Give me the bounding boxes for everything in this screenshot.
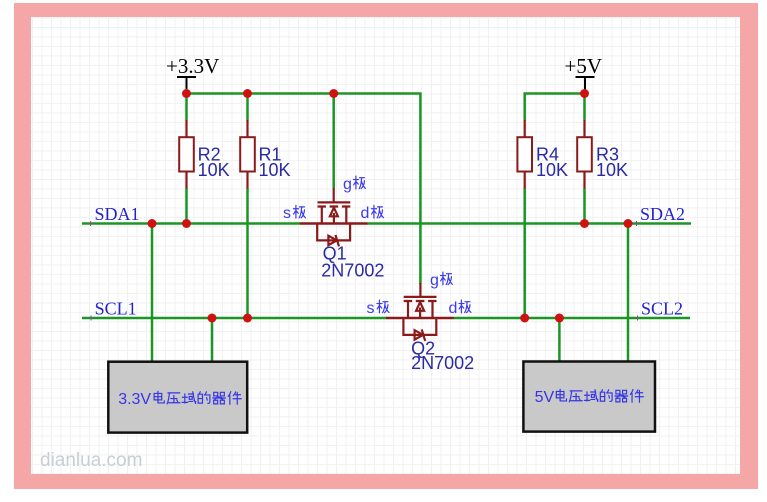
svg-text:SCL2: SCL2 (641, 298, 683, 318)
svg-text:g: g (430, 272, 439, 289)
svg-text:d: d (449, 300, 458, 317)
svg-text:R4: R4 (536, 145, 559, 165)
svg-text:3.3V: 3.3V (118, 391, 151, 408)
svg-text:R2: R2 (198, 145, 221, 165)
svg-text:+5V: +5V (565, 54, 603, 78)
svg-text:s: s (367, 300, 375, 317)
svg-text:2N7002: 2N7002 (411, 353, 474, 373)
svg-text:Q2: Q2 (411, 339, 435, 359)
svg-text:10K: 10K (536, 160, 568, 180)
svg-text:5V: 5V (535, 389, 555, 406)
svg-text:s: s (283, 205, 291, 222)
svg-text:SDA2: SDA2 (640, 204, 685, 224)
svg-text:g: g (343, 176, 352, 193)
svg-text:Q1: Q1 (323, 244, 347, 264)
svg-text:SDA1: SDA1 (95, 204, 140, 224)
svg-text:10K: 10K (198, 160, 230, 180)
svg-text:+3.3V: +3.3V (166, 54, 219, 78)
svg-text:SCL1: SCL1 (95, 298, 137, 318)
svg-text:dianlua.com: dianlua.com (40, 450, 142, 471)
svg-text:R1: R1 (259, 145, 282, 165)
svg-text:2N7002: 2N7002 (321, 261, 384, 281)
svg-text:10K: 10K (596, 160, 628, 180)
svg-text:10K: 10K (259, 160, 291, 180)
svg-text:d: d (361, 205, 370, 222)
svg-text:R3: R3 (596, 145, 619, 165)
